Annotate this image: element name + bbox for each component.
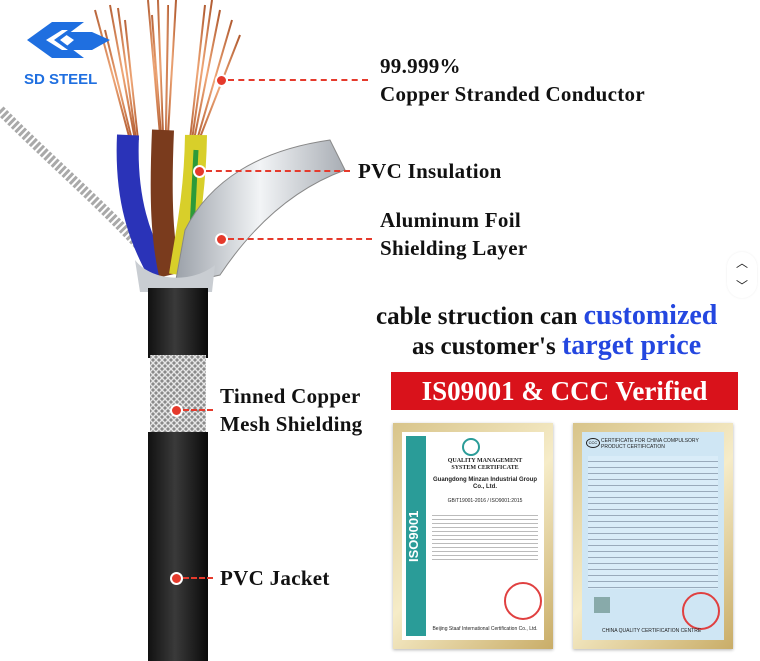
blue-core <box>116 134 170 281</box>
promo-line2: as customer's target price <box>412 331 701 362</box>
certificate-body-text <box>588 456 718 589</box>
certificate-emblem-icon <box>462 438 480 456</box>
qr-code-icon <box>594 597 610 613</box>
promo-line2-text: as customer's <box>412 333 562 360</box>
callout-dot <box>193 165 206 178</box>
chevron-up-icon[interactable]: ︿ <box>735 256 748 270</box>
certificate-body-text <box>432 512 538 562</box>
mesh-label: Tinned Copper Mesh Shielding <box>220 382 362 438</box>
mesh-shield <box>150 355 206 433</box>
foil-label-line1: Aluminum Foil <box>380 208 522 232</box>
promo-highlight-target-price: target price <box>561 330 702 361</box>
callout-line <box>206 170 350 172</box>
callout-line <box>183 409 213 411</box>
red-seal-icon <box>682 592 720 630</box>
copper-strands <box>94 0 241 141</box>
cable-illustration <box>0 0 346 661</box>
promo-highlight-customized: customized <box>583 300 718 331</box>
mesh-label-line1: Tinned Copper <box>220 384 361 408</box>
iso-title-line2: SYSTEM CERTIFICATE <box>451 465 519 471</box>
ccc-logo-icon: CCC <box>586 438 600 448</box>
brown-core <box>150 129 181 278</box>
ccc-issuer: CHINA QUALITY CERTIFICATION CENTRE <box>602 628 702 634</box>
ccc-certificate: CCC CERTIFICATE FOR CHINA COMPULSORY PRO… <box>573 423 733 649</box>
callout-line <box>228 238 372 240</box>
promo-line1-text: cable struction can <box>376 303 584 330</box>
ccc-title: CERTIFICATE FOR CHINA COMPULSORY PRODUCT… <box>601 438 699 450</box>
conductor-label-line2: Copper Stranded Conductor <box>380 82 645 106</box>
iso-issuer: Beijing Staaf International Certificatio… <box>432 626 538 632</box>
callout-dot <box>170 572 183 585</box>
iso-side-text: ISO9001 <box>406 436 426 636</box>
iso-title-line1: QUALITY MANAGEMENT <box>447 458 523 464</box>
callout-line <box>228 79 368 81</box>
sd-steel-logo-icon <box>27 22 110 58</box>
insulation-label: PVC Insulation <box>358 159 502 183</box>
red-seal-icon <box>504 582 542 620</box>
foil-label: Aluminum Foil Shielding Layer <box>380 206 527 262</box>
image-scroll-control[interactable]: ︿ ﹀ <box>727 252 757 298</box>
logo-text: SD STEEL <box>24 71 98 88</box>
callout-dot <box>215 74 228 87</box>
jacket-bottom <box>148 432 208 661</box>
promo-line1: cable struction can customized <box>376 301 717 332</box>
iso-company: Guangdong Minzan Industrial Group Co., L… <box>433 477 537 490</box>
callout-line <box>183 577 213 579</box>
foil-label-line2: Shielding Layer <box>380 236 528 260</box>
callout-dot <box>170 404 183 417</box>
logo: SD STEEL <box>22 18 112 88</box>
callout-dot <box>215 233 228 246</box>
conductor-label: 99.999% Copper Stranded Conductor <box>380 52 645 108</box>
jacket-label: PVC Jacket <box>220 566 330 590</box>
conductor-label-line1: 99.999% <box>380 54 461 78</box>
verified-banner: IS09001 & CCC Verified <box>391 372 738 410</box>
iso-standard: GB/T19001-2016 / ISO9001:2015 <box>447 498 523 504</box>
chevron-down-icon[interactable]: ﹀ <box>735 279 748 293</box>
jacket-top <box>148 288 208 358</box>
mesh-label-line2: Mesh Shielding <box>220 412 363 436</box>
